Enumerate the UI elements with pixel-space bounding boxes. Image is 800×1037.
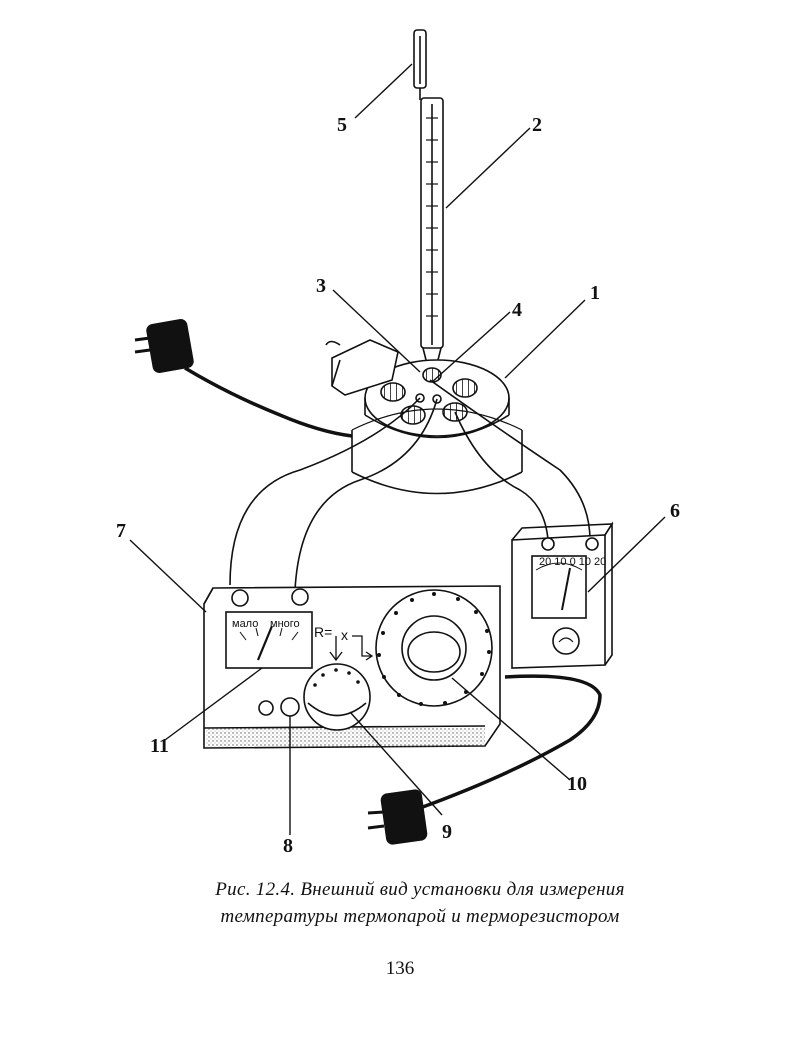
page-number: 136 (385, 958, 415, 979)
label-6: 6 (670, 500, 680, 522)
caption-line-2: температуры термопарой и терморезистором (220, 906, 620, 927)
meter-label-low: мало (232, 618, 258, 630)
power-plug-top (134, 319, 194, 373)
wire-resistor-b (429, 379, 591, 541)
leader-lines (129, 63, 666, 835)
bracket-rx (329, 635, 374, 662)
label-7: 7 (116, 520, 126, 542)
thermostat-vessel (351, 359, 523, 495)
figure-caption: Рис. 12.4. Внешний вид установки для изм… (120, 876, 720, 930)
large-dial (375, 589, 493, 707)
label-11: 11 (150, 735, 169, 757)
resistance-meter (511, 521, 614, 669)
zero-knob (258, 697, 300, 717)
label-10: 10 (567, 773, 587, 795)
apparatus-diagram: 20 10 0 10 20 (116, 29, 680, 857)
wire-thermocouple-a (229, 397, 421, 586)
formula-x: x (341, 627, 348, 643)
caption-line-1: Рис. 12.4. Внешний вид установки для изм… (215, 879, 625, 900)
label-3: 3 (316, 275, 326, 297)
label-2: 2 (532, 114, 542, 136)
thermometer (420, 97, 444, 369)
thermocouple-probe-top (413, 29, 427, 100)
svg-text:20 10 0 10 20: 20 10 0 10 20 (539, 556, 606, 568)
label-8: 8 (283, 835, 293, 857)
power-cord-top (184, 366, 353, 438)
meter-label-high: много (270, 618, 300, 630)
label-4: 4 (512, 299, 522, 321)
wire-resistor-a (454, 411, 549, 541)
label-1: 1 (590, 282, 600, 304)
small-dial (303, 663, 371, 731)
wire-thermocouple-b (294, 398, 438, 591)
power-plug-bottom (367, 789, 428, 845)
power-cord-bottom (419, 674, 602, 810)
label-9: 9 (442, 821, 452, 843)
formula-r: R= (314, 624, 332, 640)
galvanometer (225, 611, 313, 669)
dial-ticks (313, 592, 491, 706)
heater-lid (325, 339, 399, 396)
label-5: 5 (337, 114, 347, 136)
